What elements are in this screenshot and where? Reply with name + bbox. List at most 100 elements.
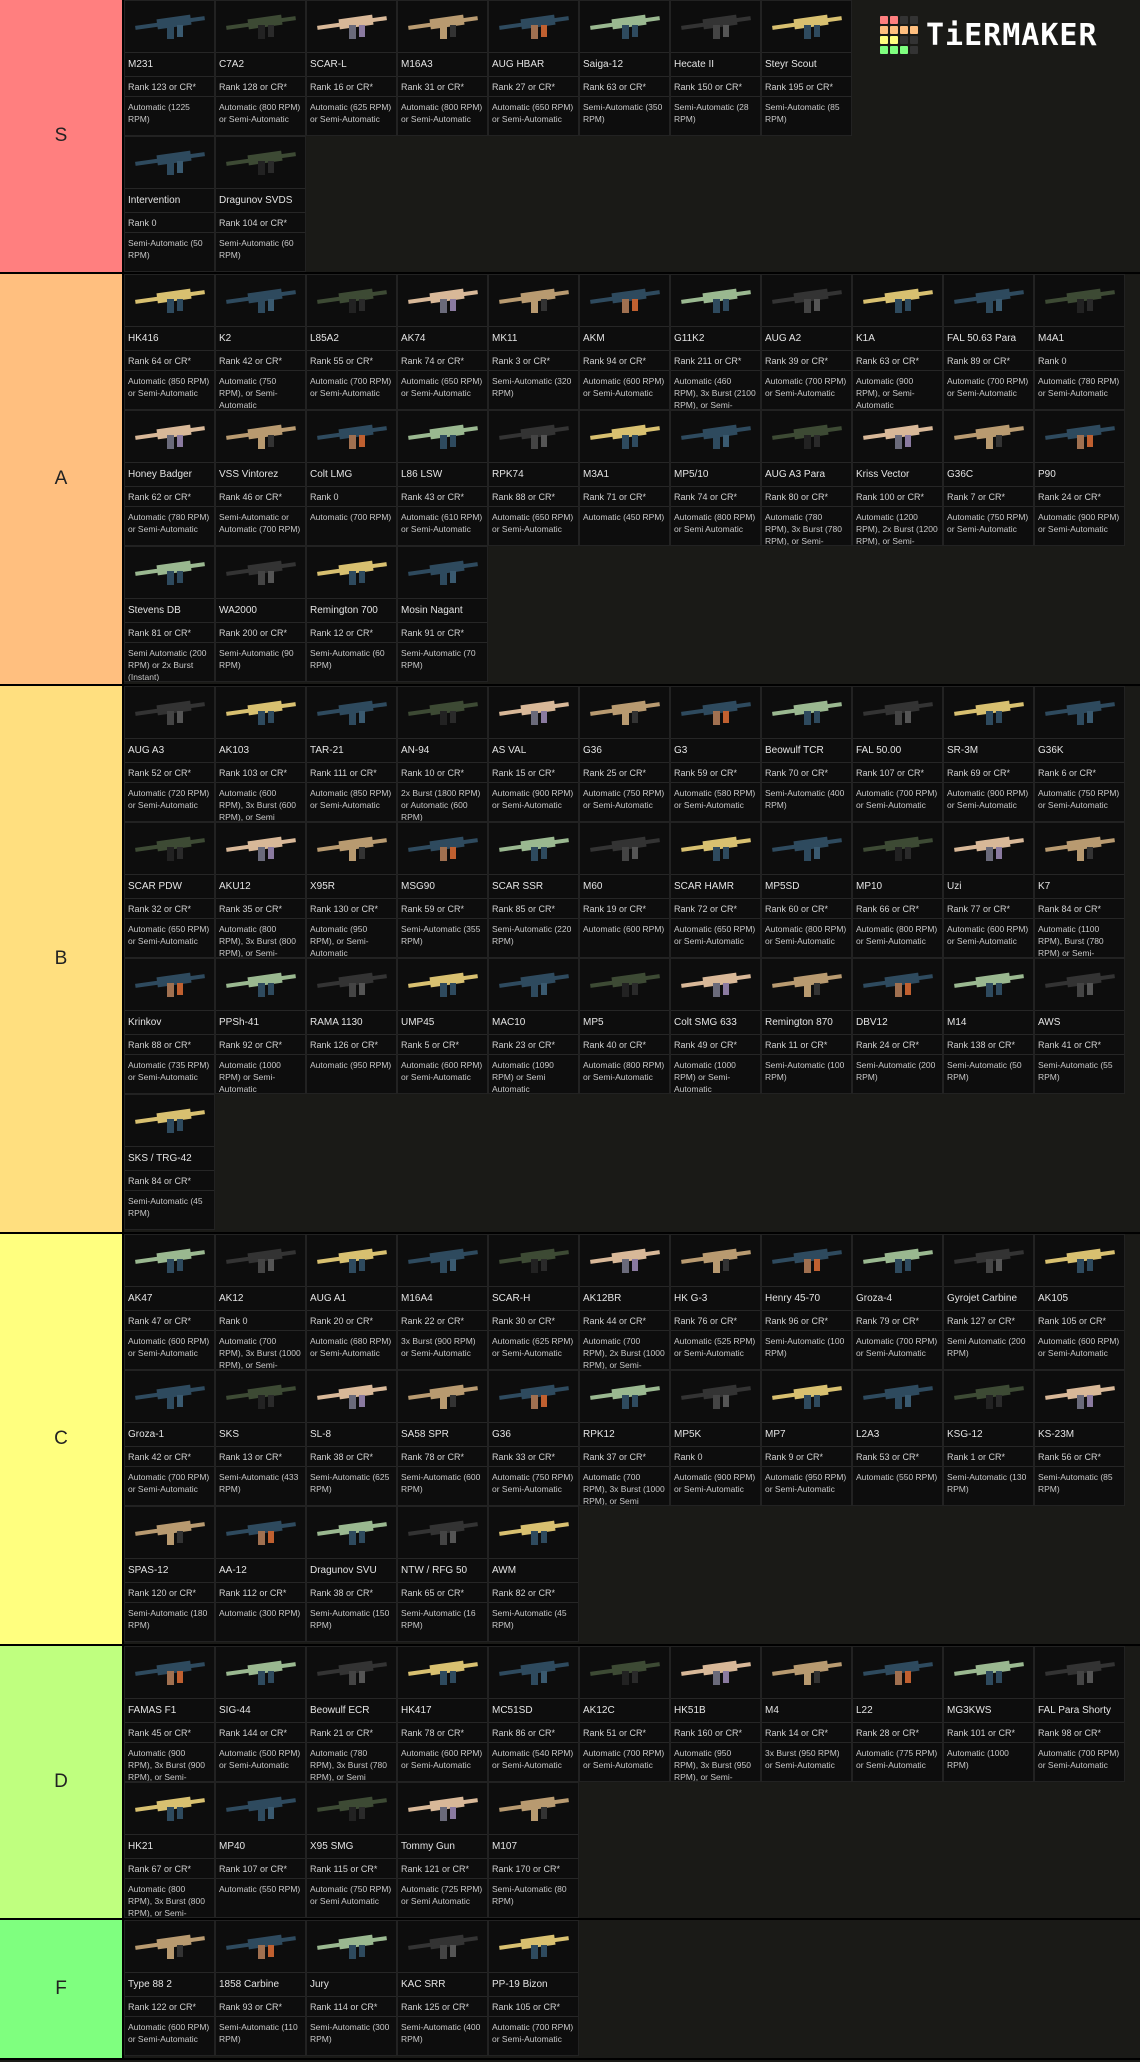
- tier-label[interactable]: F: [0, 1920, 124, 2058]
- tier-label[interactable]: C: [0, 1234, 124, 1644]
- tier-label[interactable]: D: [0, 1646, 124, 1918]
- tier-label[interactable]: B: [0, 686, 124, 1232]
